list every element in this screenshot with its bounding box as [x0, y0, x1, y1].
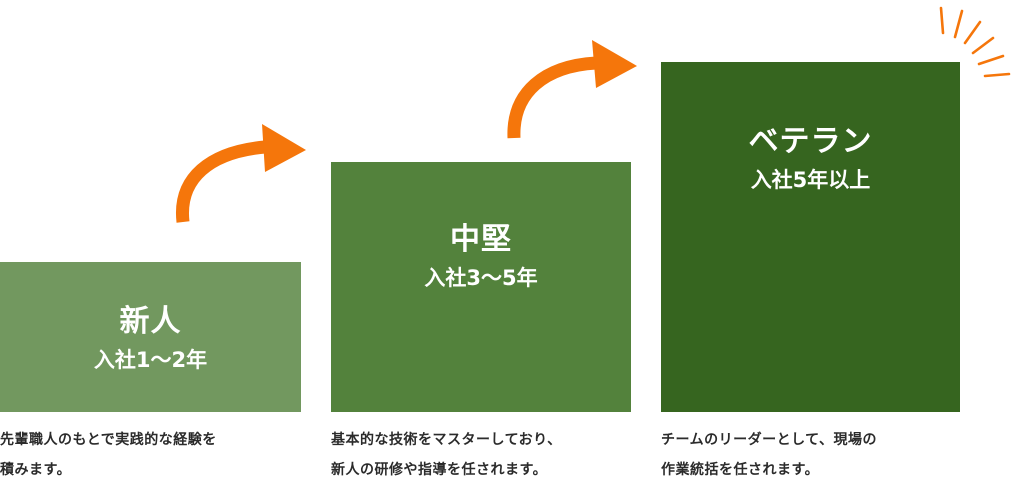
step-box-midlevel: 中堅 入社3〜5年 — [331, 162, 631, 412]
step-title: ベテラン — [748, 124, 873, 160]
step-description: 先輩職人のもとで実践的な経験を 積みます。 — [0, 432, 217, 478]
step-title: 中堅 — [449, 221, 512, 257]
step-description: 基本的な技術をマスターしており、 新人の研修や指導を任されます。 — [331, 432, 562, 478]
step-tenure: 入社1〜2年 — [93, 347, 208, 372]
step-box-newcomer: 新人 入社1〜2年 — [0, 262, 301, 412]
step-title: 新人 — [119, 303, 182, 339]
step-tenure: 入社5年以上 — [750, 168, 871, 193]
step-box-veteran: ベテラン 入社5年以上 — [661, 62, 960, 412]
step-description: チームのリーダーとして、現場の 作業統括を任されます。 — [661, 432, 877, 478]
step-tenure: 入社3〜5年 — [424, 265, 538, 290]
